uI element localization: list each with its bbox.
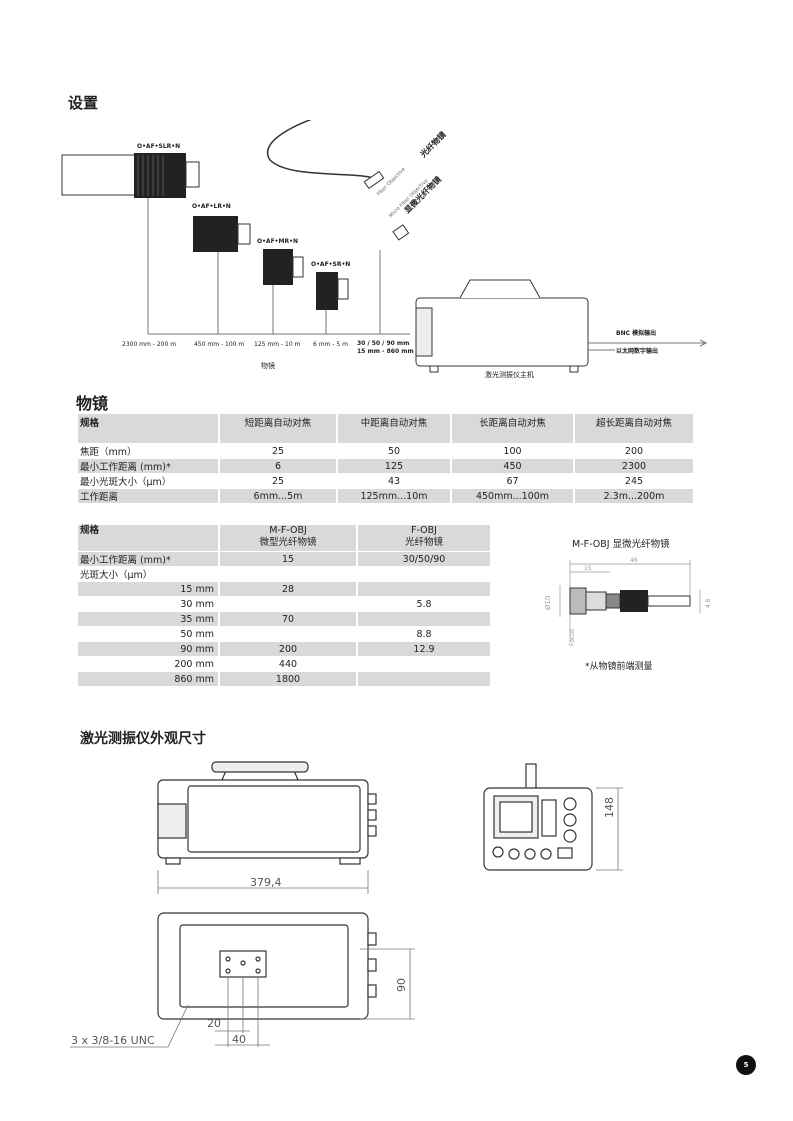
ethernet-caption: 以太网数字输出 [616,348,659,355]
sr-objective-image [316,272,349,310]
range-lr: 450 mm - 100 m [194,341,245,348]
table-row: 30 mm 5.8 [180,598,432,610]
dimensions-title: 激光测振仪外观尺寸 [80,731,206,747]
front-view-drawing [483,763,623,871]
lr-objective-image [193,216,251,252]
header-long: 长距离自动对焦 [452,414,573,443]
setup-diagram [61,120,708,373]
table-row: 50 mm 8.8 [180,628,432,640]
mfobj-figure-title: M-F-OBJ 显微光纤物镜 [572,539,670,550]
dim-15: 15 [584,565,592,572]
objective-caption: 物镜 [261,362,275,370]
model-lr: O•AF•LR•N [192,203,231,210]
dim-90: 90 [395,978,408,992]
slr-objective-image [61,153,200,198]
table-row: 光斑大小（µm） [80,570,153,581]
table-row: 860 mm 1800 [78,672,490,686]
table-row: 200 mm 440 [174,658,298,670]
model-mr: O•AF•MR•N [257,238,298,245]
dim-4-6: 4.6 [705,598,712,608]
header-spec: 规格 [78,414,218,443]
table-row: 15 mm 28 [78,582,490,596]
dim-d10: Ø10 [544,596,552,610]
dim-20: 20 [207,1017,221,1030]
range-fiber: 30 / 50 / 90 mm [357,340,410,347]
range-slr: 2300 mm - 200 m [122,341,177,348]
range-sr: 6 mm - 5 m [313,341,348,348]
header-spec: 规格 [78,525,218,551]
bottom-view-drawing [70,912,415,1048]
table-row: 焦距（mm） 25 50 100 200 [80,445,644,459]
header-short: 短距离自动对焦 [220,414,336,443]
vibrometer-host-image [415,279,589,373]
table-row: 90 mm 200 12.9 [78,642,490,656]
table-row: 最小光斑大小（µm） 25 43 67 245 [80,475,644,489]
dim-focus: Focus [569,629,576,646]
model-slr: O•AF•SLR•N [137,143,181,150]
model-sr: O•AF•SR•N [311,261,351,268]
mr-objective-image [263,249,304,285]
thread-label: 3 x 3/8-16 UNC [71,1034,155,1047]
setup-title: 设置 [68,94,99,112]
table-row: 最小工作距离 (mm)* 6 125 450 2300 [78,459,693,473]
header-ultra: 超长距离自动对焦 [575,414,693,443]
fiber-cable [266,120,381,181]
dim-40: 40 [232,1033,246,1046]
page-number: 5 [736,1055,756,1075]
table-row: 35 mm 70 [78,612,490,626]
dim-width: 379,4 [250,876,282,889]
bnc-caption: BNC 模拟输出 [616,330,657,337]
mfobj-drawing: 46 15 Ø10 4.6 Focus [544,557,712,646]
objectives-title: 物镜 [76,394,109,413]
range-micro: 15 mm - 860 mm [357,348,414,355]
dim-46: 46 [630,557,638,564]
range-mr: 125 mm - 10 m [254,341,301,348]
mfobj-note: *从物镜前端测量 [585,662,653,672]
dim-height: 148 [603,797,616,818]
host-caption: 激光测振仪主机 [485,371,534,379]
table-row: 最小工作距离 (mm)* 15 30/50/90 [78,552,490,566]
header-mid: 中距离自动对焦 [338,414,450,443]
side-view-drawing [157,761,377,894]
objectives-table: 规格 短距离自动对焦 中距离自动对焦 长距离自动对焦 超长距离自动对焦 焦距（m… [76,413,695,504]
table-row: 工作距离 6mm...5m 125mm...10m 450mm...100m 2… [78,489,693,503]
